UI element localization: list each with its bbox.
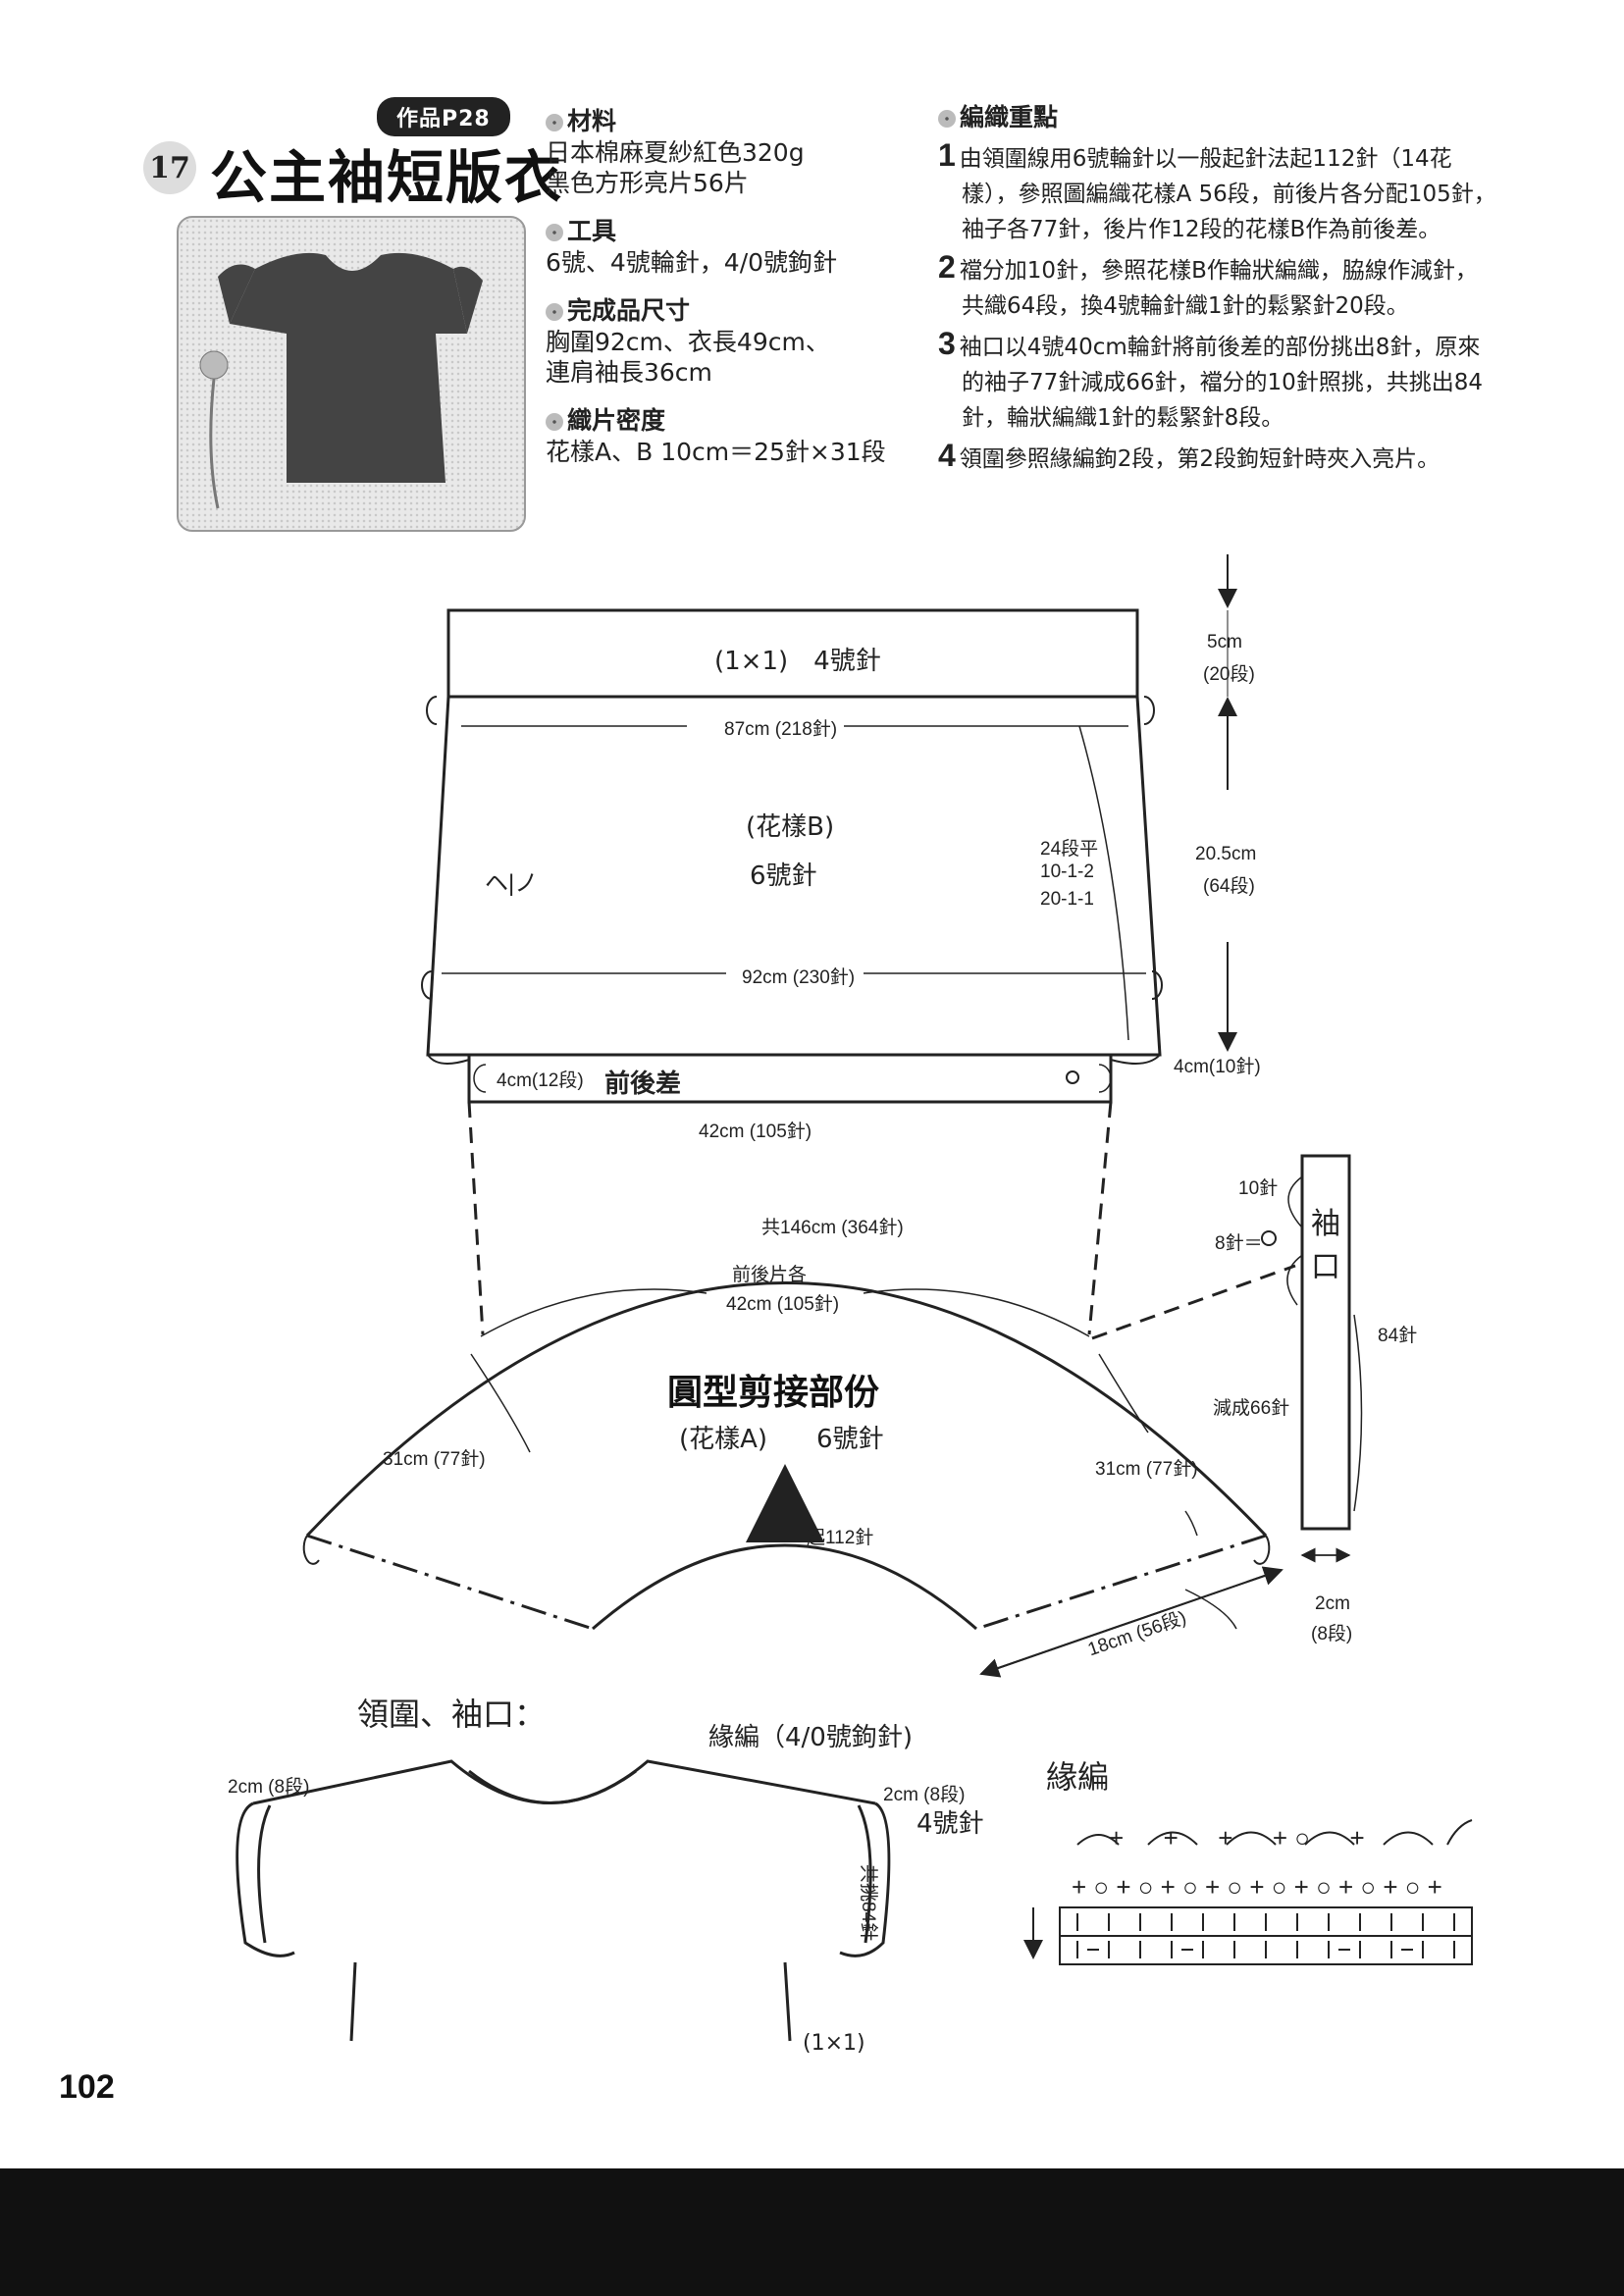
- bullet-icon: [546, 114, 563, 131]
- gauge-heading: 織片密度: [546, 401, 938, 437]
- difference-width-label: 42cm (105針): [699, 1122, 812, 1142]
- pattern-title: 公主袖短版衣: [210, 144, 564, 211]
- pattern-a-label: (花樣A): [679, 1425, 768, 1454]
- cuff-reduced-stitches: 減成66針: [1213, 1398, 1290, 1419]
- pattern-number-badge: 17: [143, 141, 196, 194]
- page-number: 102: [59, 2068, 115, 2106]
- gauge-line: 花樣A、B 10cm＝25針×31段: [546, 438, 886, 466]
- cuff-char-opening: 口: [1311, 1250, 1340, 1284]
- rib-label: (1×1): [803, 2031, 865, 2056]
- cuff-width-label: 2cm: [1315, 1593, 1350, 1614]
- cast-on-label: 起112針: [807, 1528, 874, 1548]
- edging-chart-heading: 緣編: [1046, 1758, 1110, 1796]
- tools-line: 6號、4號輪針，4/0號鉤針: [546, 248, 838, 277]
- gusset-label: 4cm(10針): [1174, 1057, 1261, 1077]
- cuff-total-stitches: 84針: [1378, 1326, 1418, 1346]
- finished-size-heading: 完成品尺寸: [546, 291, 938, 327]
- finished-size-line: 胸圍92cm、衣長49cm、: [546, 328, 830, 356]
- left-sleeve-label: 31cm (77針): [383, 1449, 486, 1470]
- outer-circumference-label: 共146cm (364針): [761, 1218, 904, 1238]
- ribbing-band-shape: [446, 608, 1139, 699]
- edging-chart-shape: [1023, 1819, 1473, 1965]
- right-sleeve-label: 31cm (77針): [1095, 1459, 1198, 1480]
- sweater-silhouette-image: [199, 252, 483, 509]
- left-band-label: 2cm (8段): [228, 1777, 310, 1798]
- materials-line: 黑色方形亮片56片: [546, 169, 749, 197]
- scan-edge-band: [0, 2168, 1624, 2296]
- body-needle-label: 6號針: [750, 861, 817, 891]
- pattern-b-label: (花樣B): [746, 812, 835, 842]
- edging-hook-label: 緣編（4/0號鉤針): [708, 1723, 913, 1752]
- body-rows-label: (64段): [1203, 876, 1255, 897]
- yoke-needle-label: 6號針: [816, 1425, 884, 1454]
- neck-cuff-heading: 領圍、袖口：: [357, 1696, 547, 1733]
- side-shaping-line: 20-1-1: [1040, 889, 1094, 911]
- cuff-band-shape: [1300, 1154, 1351, 1531]
- cuff-rows-label: (8段): [1311, 1624, 1353, 1644]
- side-marker: ヘ|ノ: [485, 870, 539, 897]
- top-width-label: 87cm (218針): [718, 714, 844, 741]
- cuff-char-sleeve: 袖: [1311, 1207, 1340, 1241]
- cuff-top-stitches: 10針: [1238, 1178, 1279, 1199]
- finished-size-line: 連肩袖長36cm: [546, 358, 712, 387]
- bottom-width-label: 92cm (230針): [736, 963, 862, 989]
- front-back-difference-label: 前後差: [604, 1070, 682, 1099]
- side-shaping-line: 10-1-2: [1040, 861, 1094, 883]
- side-shaping-line: 24段平: [1040, 834, 1099, 861]
- svg-text:+ ○ + ○ + ○ + ○ + ○ + ○ + ○ +: + ○ + ○ + ○ + ○ + ○ + ○ + ○ + ○ +: [1072, 1872, 1442, 1902]
- bullet-icon: [546, 303, 563, 321]
- bullet-icon: [546, 413, 563, 431]
- bullet-icon: [938, 110, 956, 128]
- cuff-mid-stitches: 8針＝: [1215, 1233, 1263, 1254]
- bullet-icon: [546, 224, 563, 241]
- ribbing-height-label: 5cm: [1207, 632, 1242, 652]
- yoke-title: 圓型剪接部份: [667, 1373, 880, 1413]
- yoke-shape: [302, 1281, 1271, 1631]
- instructions-heading: 編織重點: [938, 98, 1566, 133]
- materials-heading: 材料: [546, 102, 938, 137]
- svg-text:+ + + + ○ +: + + + + ○ +: [1109, 1823, 1365, 1852]
- work-reference-tag: 作品P28: [377, 97, 510, 136]
- right-needle-label: 4號針: [917, 1809, 984, 1839]
- right-band-label: 2cm (8段): [883, 1785, 966, 1805]
- garment-photo: [177, 216, 526, 532]
- each-piece-width-label: 42cm (105針): [726, 1294, 840, 1315]
- difference-height-label: 4cm(12段): [497, 1070, 584, 1091]
- each-piece-label: 前後片各: [732, 1265, 808, 1285]
- ribbing-label: (1×1) 4號針: [714, 647, 881, 676]
- body-height-label: 20.5cm: [1195, 844, 1257, 864]
- pickup-label: 共挑84針: [858, 1864, 878, 1942]
- tools-heading: 工具: [546, 212, 938, 247]
- materials-line: 日本棉麻夏紗紅色320g: [546, 138, 805, 167]
- neckline-diagram-shape: [236, 1759, 891, 2042]
- ribbing-rows-label: (20段): [1203, 664, 1255, 685]
- specs-column: 材料 日本棉麻夏紗紅色320g 黑色方形亮片56片 工具 6號、4號輪針，4/0…: [546, 102, 938, 467]
